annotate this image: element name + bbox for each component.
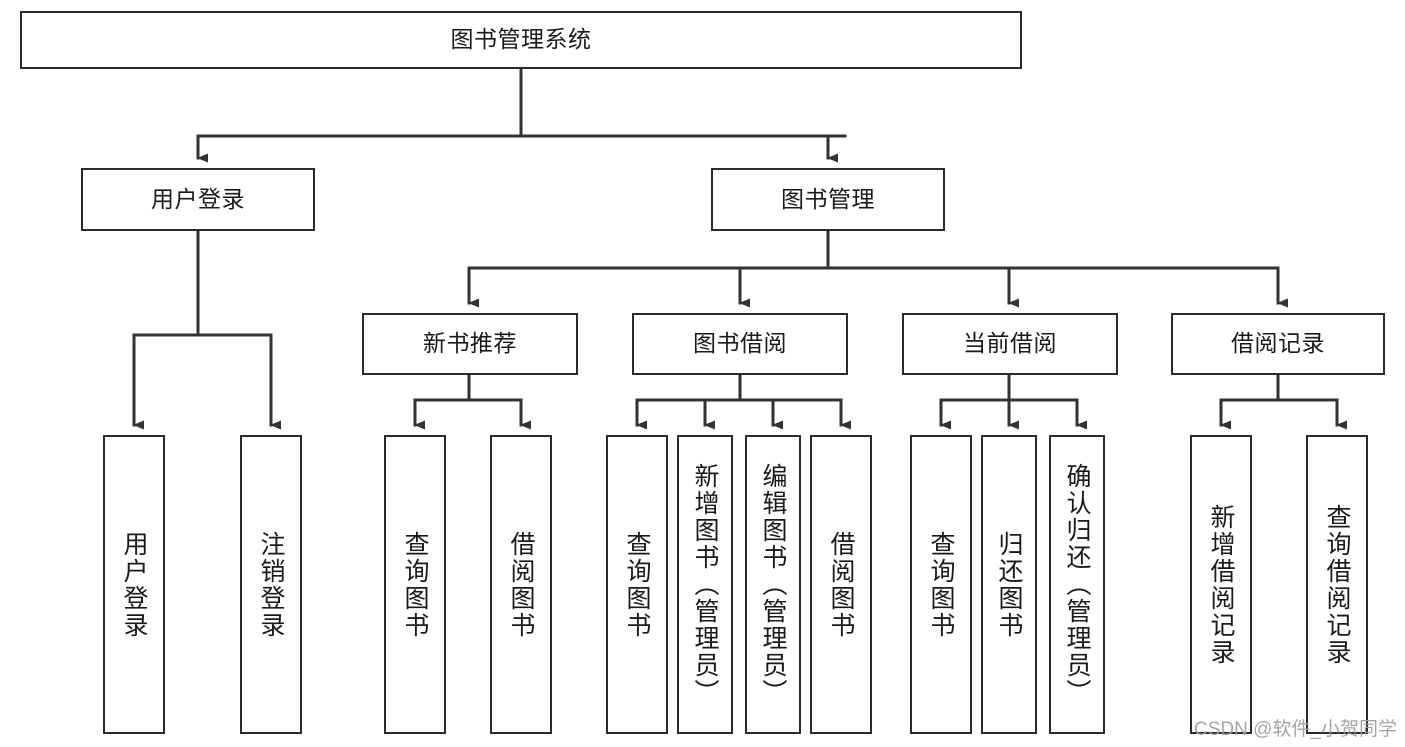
- node-label: 用户登录: [151, 185, 245, 212]
- node-label: 确认归还（管理员）: [1063, 463, 1091, 706]
- node-label: 借阅图书: [507, 530, 535, 639]
- node-borrow-record[interactable]: 借阅记录: [1171, 313, 1385, 375]
- leaf-confirm-return-admin[interactable]: 确认归还（管理员）: [1049, 435, 1105, 734]
- node-label: 新增借阅记录: [1207, 503, 1235, 666]
- node-label: 图书借阅: [693, 330, 787, 357]
- leaf-add-borrow-record[interactable]: 新增借阅记录: [1190, 435, 1252, 734]
- node-label: 查询图书: [927, 530, 955, 639]
- leaf-borrow-book-borrow[interactable]: 借阅图书: [810, 435, 872, 734]
- leaf-query-book-borrow[interactable]: 查询图书: [606, 435, 668, 734]
- node-book-manage[interactable]: 图书管理: [711, 168, 945, 231]
- node-label: 借阅图书: [827, 530, 855, 639]
- node-label: 当前借阅: [963, 330, 1057, 357]
- node-current-borrow[interactable]: 当前借阅: [902, 313, 1118, 375]
- node-label: 借阅记录: [1231, 330, 1325, 357]
- node-label: 查询借阅记录: [1323, 503, 1351, 666]
- node-root-library-management-system[interactable]: 图书管理系统: [20, 11, 1022, 69]
- leaf-return-book[interactable]: 归还图书: [981, 435, 1037, 734]
- node-label: 查询图书: [401, 530, 429, 639]
- node-label: 用户登录: [120, 530, 148, 639]
- leaf-borrow-book-new-book[interactable]: 借阅图书: [490, 435, 552, 734]
- node-user-login[interactable]: 用户登录: [81, 168, 315, 231]
- node-new-book-recommend[interactable]: 新书推荐: [362, 313, 578, 375]
- node-label: 注销登录: [257, 530, 285, 639]
- leaf-user-login[interactable]: 用户登录: [103, 435, 165, 734]
- node-label: 编辑图书（管理员）: [759, 463, 787, 706]
- node-label: 归还图书: [995, 530, 1023, 639]
- leaf-logout-login[interactable]: 注销登录: [240, 435, 302, 734]
- node-book-borrow[interactable]: 图书借阅: [632, 313, 848, 375]
- node-label: 新书推荐: [423, 330, 517, 357]
- node-label: 新增图书（管理员）: [691, 463, 719, 706]
- node-label: 图书管理系统: [450, 26, 592, 53]
- leaf-query-borrow-record[interactable]: 查询借阅记录: [1306, 435, 1368, 734]
- leaf-add-book-admin[interactable]: 新增图书（管理员）: [677, 435, 733, 734]
- leaf-query-book-current[interactable]: 查询图书: [910, 435, 972, 734]
- node-label: 查询图书: [623, 530, 651, 639]
- node-label: 图书管理: [781, 185, 875, 212]
- leaf-query-book-new-book[interactable]: 查询图书: [384, 435, 446, 734]
- leaf-edit-book-admin[interactable]: 编辑图书（管理员）: [745, 435, 801, 734]
